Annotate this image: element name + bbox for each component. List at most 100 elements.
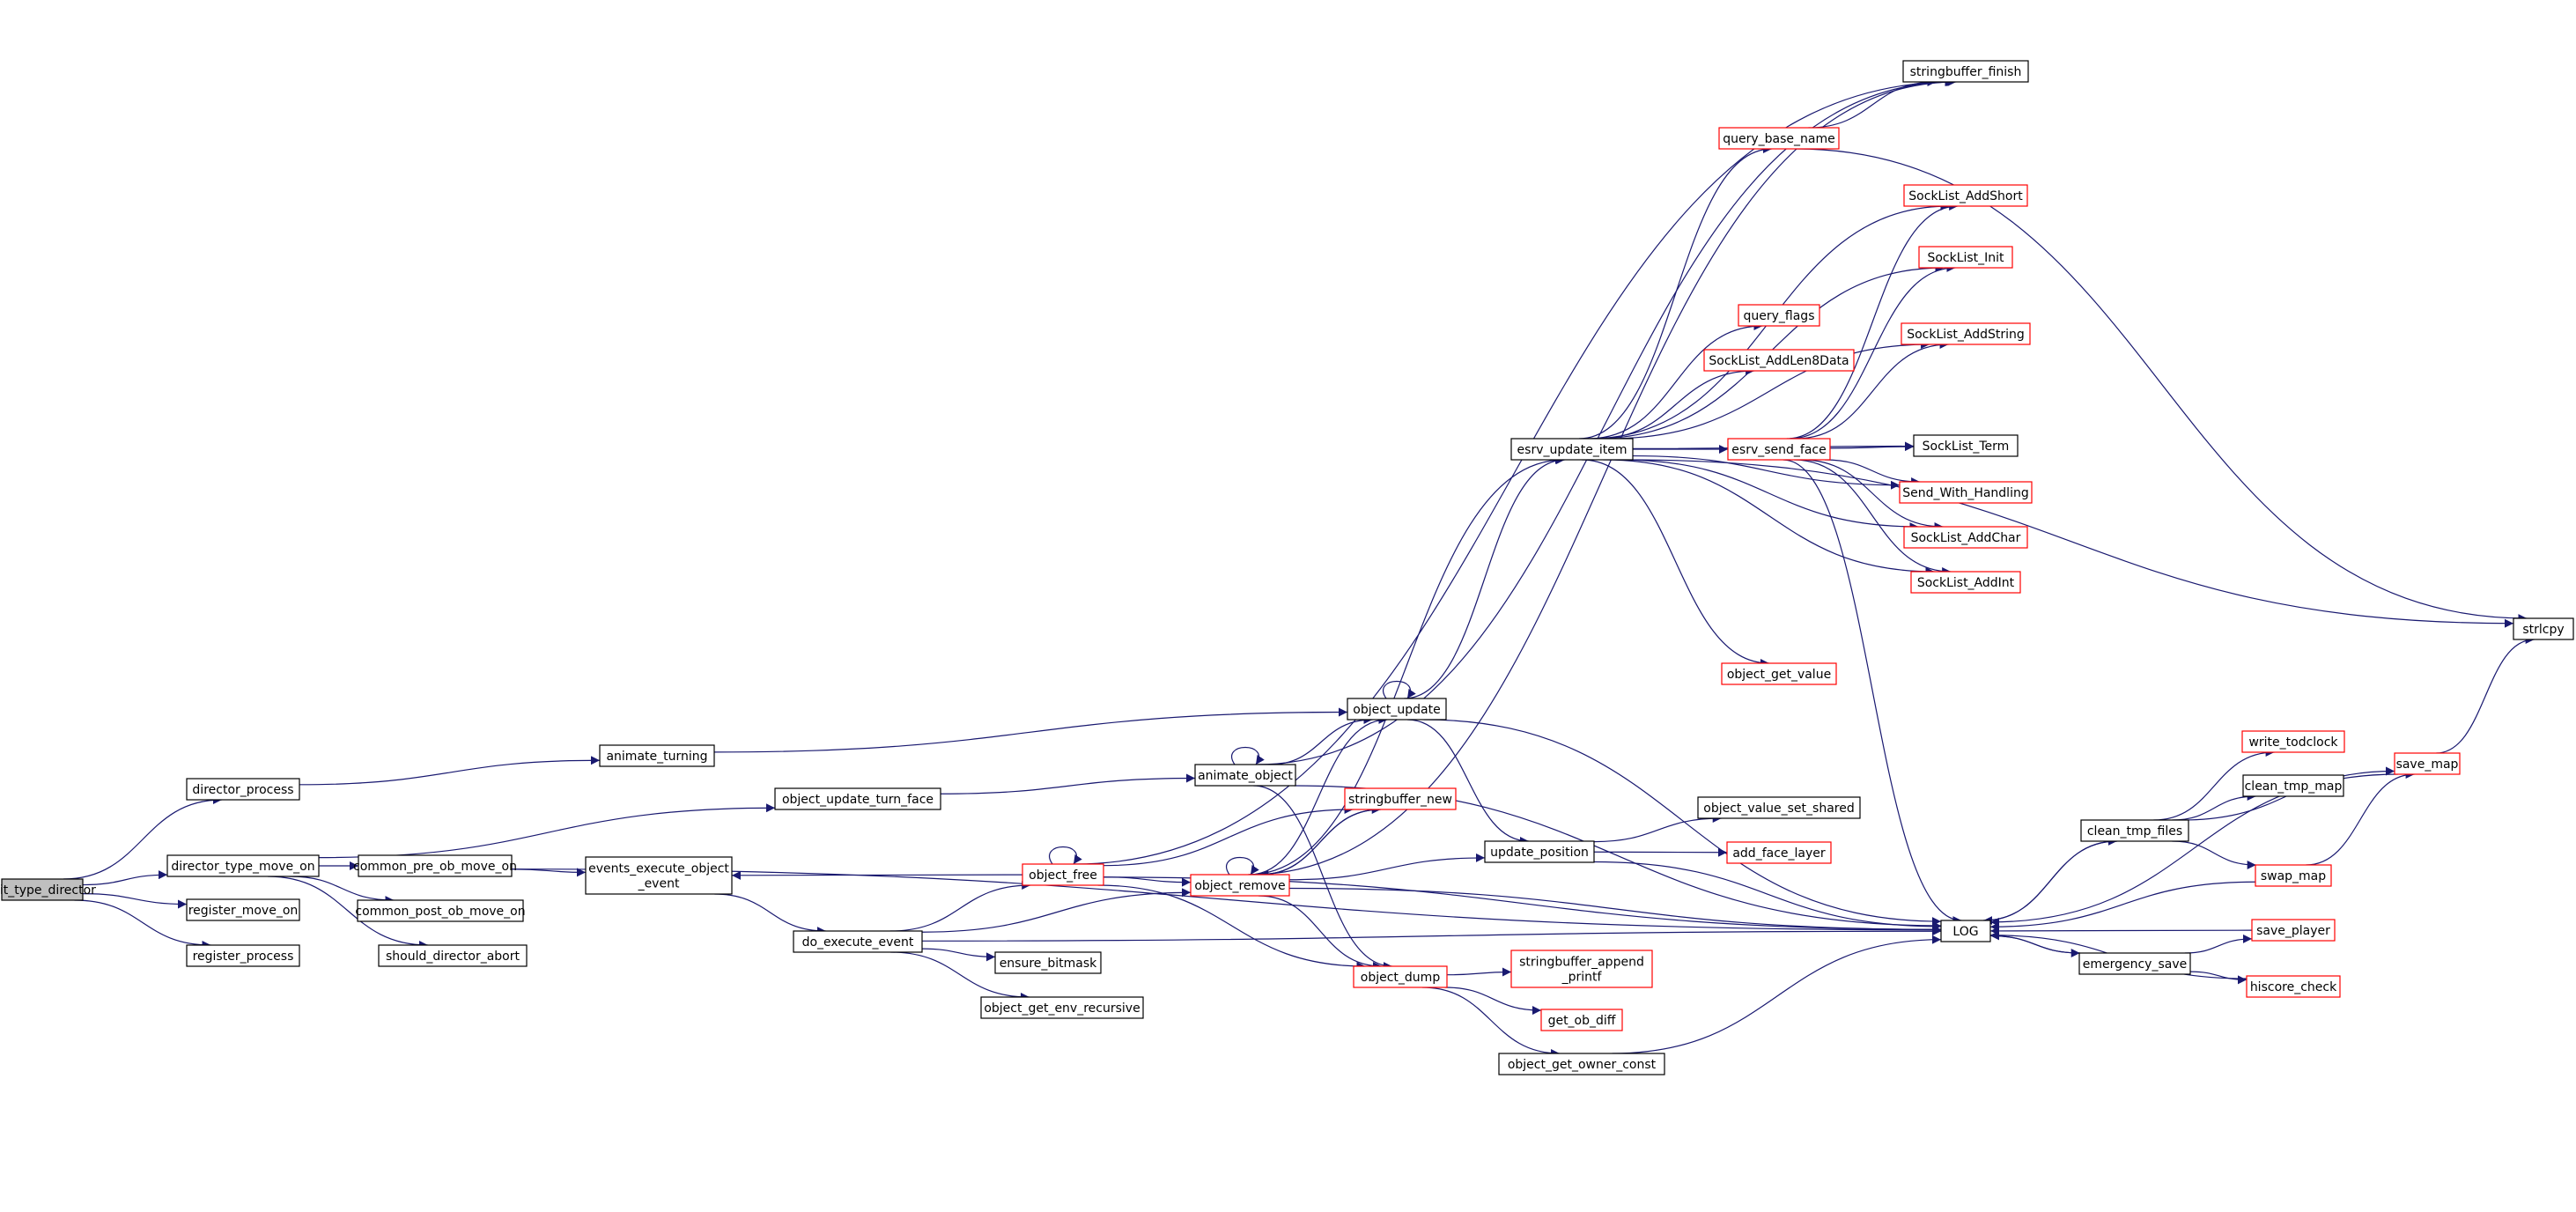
node-clean_tmp_files[interactable]: clean_tmp_files [2080, 819, 2189, 842]
node-director_type_move_on[interactable]: director_type_move_on [166, 854, 320, 877]
node-box [1738, 304, 1820, 327]
node-SockList_AddInt[interactable]: SockList_AddInt [1910, 571, 2021, 594]
node-label: object_get_owner_const [1508, 1058, 1657, 1072]
call-edge-animate_object-to-animate_object [1231, 746, 1265, 765]
call-edge-events_execute_object_event-to-do_execute_event [714, 893, 826, 935]
call-edge-object_free-to-object_free [1049, 846, 1082, 865]
node-label: object_get_env_recursive [984, 1001, 1140, 1016]
node-stringbuffer_new[interactable]: stringbuffer_new [1344, 787, 1457, 810]
node-animate_object[interactable]: animate_object [1194, 764, 1296, 787]
node-LOG[interactable]: LOG [1940, 920, 1991, 942]
node-object_get_value[interactable]: object_get_value [1721, 662, 1837, 685]
node-object_update[interactable]: object_update [1347, 698, 1447, 721]
node-box [1899, 481, 2033, 504]
node-label: update_position [1490, 846, 1589, 860]
call-edge-do_execute_event-to-object_get_env_recursive [890, 951, 1030, 1001]
call-edge-stringbuffer_new-to-object_remove [1259, 809, 1381, 879]
node-animate_turning[interactable]: animate_turning [599, 744, 715, 767]
node-stringbuffer_append_printf[interactable]: stringbuffer_append_printf [1510, 950, 1653, 988]
node-label: animate_turning [606, 750, 707, 764]
node-box [1347, 698, 1447, 721]
node-Send_With_Handling[interactable]: Send_With_Handling [1899, 481, 2033, 504]
call-edge-esrv_send_face-to-LOG [1783, 459, 1962, 925]
call-edge-do_execute_event-to-ensure_bitmask [921, 948, 996, 962]
node-label: SockList_AddInt [1917, 576, 2015, 590]
call-edge-update_position-to-LOG [1593, 861, 1942, 931]
call-edge-object_remove-to-object_dump [1258, 895, 1383, 971]
node-init_type_director[interactable]: init_type_director [0, 878, 96, 901]
node-write_todclock[interactable]: write_todclock [2241, 730, 2345, 753]
call-edge-emergency_save-to-hiscore_check [2189, 971, 2248, 985]
call-edge-esrv_update_item-to-Send_With_Handling [1632, 454, 1901, 490]
call-edge-clean_tmp_files-to-LOG [1983, 840, 2117, 925]
node-object_get_owner_const[interactable]: object_get_owner_const [1498, 1053, 1665, 1075]
node-box [186, 944, 300, 967]
node-SockList_Term[interactable]: SockList_Term [1913, 434, 2019, 457]
node-label: add_face_layer [1732, 846, 1826, 861]
node-add_face_layer[interactable]: add_face_layer [1726, 841, 1832, 864]
node-label: object_value_set_shared [1703, 802, 1854, 816]
call-edge-object_get_owner_const-to-LOG [1612, 935, 1942, 1054]
call-edge-director_type_move_on-to-common_post_ob_move_on [289, 876, 395, 905]
node-ensure_bitmask[interactable]: ensure_bitmask [994, 951, 1102, 974]
node-box [793, 930, 923, 953]
node-box [186, 898, 300, 921]
node-stringbuffer_finish[interactable]: stringbuffer_finish [1902, 60, 2029, 83]
node-clean_tmp_map[interactable]: clean_tmp_map [2242, 774, 2344, 797]
node-box [1697, 796, 1861, 819]
node-strlcpy[interactable]: strlcpy [2513, 617, 2574, 640]
node-object_update_turn_face[interactable]: object_update_turn_face [774, 787, 941, 810]
node-save_player[interactable]: save_player [2251, 919, 2336, 942]
node-director_process[interactable]: director_process [186, 778, 300, 801]
call-edge-esrv_send_face-to-SockList_AddChar [1801, 459, 1944, 531]
call-edge-do_execute_event-to-object_remove [921, 888, 1192, 933]
node-label: object_remove [1194, 879, 1285, 893]
node-should_director_abort[interactable]: should_director_abort [378, 944, 528, 967]
call-edge-clean_tmp_files-to-clean_tmp_map [2172, 792, 2256, 821]
node-emergency_save[interactable]: emergency_save [2078, 952, 2191, 975]
node-SockList_AddChar[interactable]: SockList_AddChar [1903, 526, 2028, 549]
node-SockList_AddShort[interactable]: SockList_AddShort [1903, 184, 2028, 207]
call-edge-object_update-to-update_position [1406, 719, 1530, 846]
call-edge-emergency_save-to-LOG [1989, 931, 2080, 954]
node-SockList_Init[interactable]: SockList_Init [1918, 246, 2013, 269]
node-register_move_on[interactable]: register_move_on [186, 898, 300, 921]
node-esrv_send_face[interactable]: esrv_send_face [1727, 438, 1831, 461]
node-box [1918, 246, 2013, 269]
node-common_post_ob_move_on[interactable]: common_post_ob_move_on [355, 899, 526, 922]
node-box [1901, 322, 2031, 345]
node-get_ob_diff[interactable]: get_ob_diff [1540, 1009, 1623, 1031]
node-object_get_env_recursive[interactable]: object_get_env_recursive [980, 996, 1144, 1019]
node-object_dump[interactable]: object_dump [1353, 965, 1448, 988]
call-edge-emergency_save-to-save_player [2184, 934, 2253, 954]
node-events_execute_object_event[interactable]: events_execute_object_event [585, 856, 733, 895]
node-box [2255, 864, 2332, 887]
node-SockList_AddLen8Data[interactable]: SockList_AddLen8Data [1703, 349, 1855, 372]
node-object_remove[interactable]: object_remove [1190, 874, 1290, 897]
node-do_execute_event[interactable]: do_execute_event [793, 930, 923, 953]
node-box [186, 778, 300, 801]
node-box [1484, 840, 1595, 863]
node-swap_map[interactable]: swap_map [2255, 864, 2332, 887]
node-SockList_AddString[interactable]: SockList_AddString [1901, 322, 2031, 345]
node-object_value_set_shared[interactable]: object_value_set_shared [1697, 796, 1861, 819]
call-edge-esrv_send_face-to-SockList_Init [1789, 263, 1956, 440]
node-box [1726, 841, 1832, 864]
node-box [2251, 919, 2336, 942]
node-label: SockList_Term [1923, 440, 2010, 454]
node-common_pre_ob_move_on[interactable]: common_pre_ob_move_on [353, 854, 517, 877]
node-hiscore_check[interactable]: hiscore_check [2246, 975, 2341, 998]
node-box [1022, 863, 1104, 886]
node-save_map[interactable]: save_map [2394, 752, 2461, 775]
node-update_position[interactable]: update_position [1484, 840, 1595, 863]
node-query_base_name[interactable]: query_base_name [1718, 127, 1840, 150]
node-box [2513, 617, 2574, 640]
node-register_process[interactable]: register_process [186, 944, 300, 967]
node-label: object_update_turn_face [782, 793, 934, 807]
node-label: register_process [193, 950, 294, 964]
node-object_free[interactable]: object_free [1022, 863, 1104, 886]
node-query_flags[interactable]: query_flags [1738, 304, 1820, 327]
node-esrv_update_item[interactable]: esrv_update_item [1510, 438, 1634, 461]
node-label: stringbuffer_finish [1910, 65, 2022, 79]
node-box [1344, 787, 1457, 810]
